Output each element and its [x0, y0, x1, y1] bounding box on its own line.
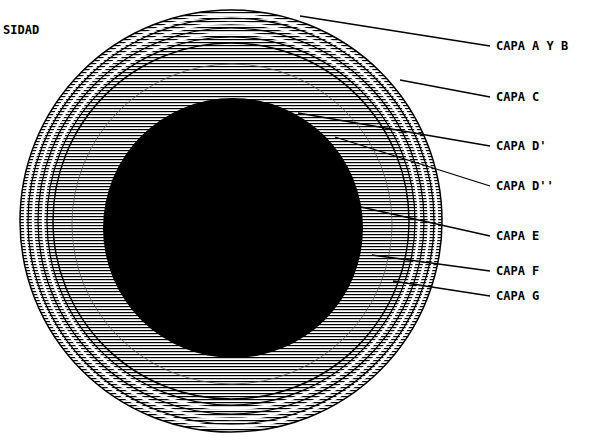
core: [103, 98, 363, 358]
title-fragment: SIDAD: [2, 23, 40, 37]
layer-gap: [43, 33, 419, 409]
leader-line: [335, 137, 490, 186]
outer-shell: [20, 10, 442, 432]
layer-gap: [25, 15, 437, 427]
layer-label: CAPA D'': [495, 179, 555, 193]
leader-line: [393, 281, 490, 296]
layer-label: CAPA A Y B: [495, 39, 569, 53]
leader-line: [352, 205, 490, 236]
layer-label: CAPA E: [495, 229, 540, 243]
layer-label: CAPA F: [495, 264, 540, 278]
layer-gap: [33, 23, 429, 419]
layer-label: CAPA G: [495, 289, 540, 303]
layer-boundary: [28, 18, 434, 424]
layer-boundary: [47, 37, 415, 405]
leader-line: [372, 255, 490, 271]
layer-boundary: [53, 43, 409, 399]
leader-line: [400, 80, 490, 97]
layer-label: CAPA C: [495, 90, 540, 104]
leader-line: [298, 113, 490, 146]
layer-label: CAPA D': [495, 139, 548, 153]
layer-boundary: [38, 28, 424, 414]
layer-boundary: [72, 64, 392, 384]
leader-line: [300, 16, 490, 46]
